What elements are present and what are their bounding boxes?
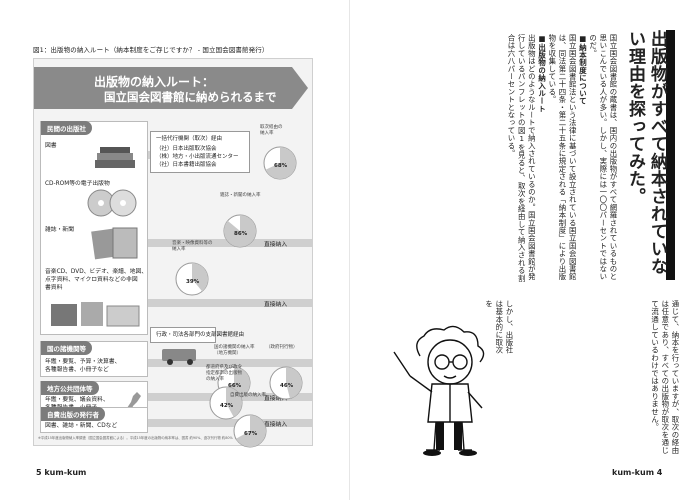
pie-caption: 国の諸機関の納入率 xyxy=(214,345,255,350)
figure-caption: 図1：出版物の納入ルート（納本制度をご存じですか？ - 国立国会図書館発行） xyxy=(33,46,269,54)
group-item-line: 年鑑・要覧、予算・決算書、 xyxy=(45,359,121,365)
group-item: CD-ROM等の電子出版物 xyxy=(45,181,110,187)
route-arrow-direct-3 xyxy=(148,359,312,367)
group-item: 雑誌・新聞 xyxy=(45,227,74,233)
group-self-publishers: 自費出版の発行者 図書、雑誌・新聞、CDなど xyxy=(40,407,148,433)
pie-chart xyxy=(263,146,297,180)
group-item: 図書、雑誌・新聞、CDなど xyxy=(45,423,118,429)
agency-box-title: 一括代行機関（取次）経由 xyxy=(156,136,223,142)
section-paragraph: 出版物はどのようなルートで納入されているのか。国立国会図書館が発行しているパンフ… xyxy=(506,34,537,282)
pie-chart xyxy=(175,262,209,296)
pie-slice xyxy=(192,263,208,292)
section-heading: ■出版物の納入ルート xyxy=(537,34,547,113)
group-item-line: 各種報告書、小冊子など xyxy=(45,367,109,373)
magazines-illustration xyxy=(91,227,138,260)
pie-chart xyxy=(269,366,303,400)
article-body-lower-right: 通じて、納本を行っていますが、取次の経由は任意であり、すべての出版物が取次を通じ… xyxy=(520,300,680,460)
group-private-publishers: 民間の出版社 図書 CD-ROM等の電子出版物 雑誌・新聞 音楽CD、DVD、ビ… xyxy=(40,121,148,335)
pie-caption: 雑誌・新聞の納入率 xyxy=(220,193,261,198)
lower-paragraph: 通じて、納本を行っていますが、取次の経由は任意であり、すべての出版物が取次を通じ… xyxy=(650,300,680,454)
section-heading: ■納本制度について xyxy=(578,34,588,105)
page-folio-left: 5 kum-kum xyxy=(36,468,87,477)
figure-title-line1: 出版物の納入ルート： xyxy=(94,75,215,89)
pie-slice xyxy=(235,415,266,447)
group-label: 地方公共団体等 xyxy=(41,381,99,395)
agency-name: （社）日本出版取次協会 xyxy=(156,146,217,152)
pie-chart xyxy=(223,214,257,248)
agency-name: （社）日本書籍出版協会 xyxy=(156,162,217,168)
group-government-agencies: 国の諸機関等 年鑑・要覧、予算・決算書、 各種報告書、小冊子など xyxy=(40,341,148,377)
pie-value-label: 66% xyxy=(228,383,242,389)
media-illustration xyxy=(51,302,140,327)
pie-slice xyxy=(265,147,296,179)
article-body-upper: 国立国会図書館の蔵書は、国内の出版物がすべて網羅されているものと思いこんでいる人… xyxy=(374,34,618,286)
pie-caption: 音楽・映像資料等の xyxy=(172,241,213,246)
route-label: 直接納入 xyxy=(264,396,288,402)
group-item-line: 音楽CD、DVD、ビデオ、楽譜、地図、 xyxy=(45,269,148,275)
lower-paragraph: しかし、出版社は基本的に取次を xyxy=(484,300,514,354)
article-headline: 出版物がすべて納本されていない理由を探ってみた。 xyxy=(625,30,667,275)
pie-chart xyxy=(209,386,243,420)
page-gutter xyxy=(349,0,350,500)
pie-value-label: 42% xyxy=(220,403,234,409)
pie-caption: 納入率 xyxy=(172,247,186,252)
route-arrow-direct-2 xyxy=(148,299,312,307)
pie-value-label: 68% xyxy=(274,163,288,169)
figure-banner: 出版物の納入ルート： 国立国会図書館に納められるまで xyxy=(34,67,308,109)
pie-caption: 取次経由の xyxy=(260,125,283,130)
pie-caption: の納入率 xyxy=(206,377,224,382)
pie-caption: （地方機関） xyxy=(214,351,241,356)
pie-value-label: 46% xyxy=(280,383,294,389)
group-item: 図書 xyxy=(45,143,57,149)
group-item-line: 点字資料、マイクロ資料などの非図 xyxy=(45,277,138,283)
route-label: 直接納入 xyxy=(264,302,288,308)
van-illustration xyxy=(162,349,196,365)
pie-value-label: 67% xyxy=(244,431,258,437)
group-label: 国の諸機関等 xyxy=(41,341,92,355)
pie-chart xyxy=(233,414,267,448)
professor-cartoon-illustration xyxy=(393,325,485,456)
pie-caption: （政府刊行物） xyxy=(266,345,298,350)
pie-slice xyxy=(286,367,302,399)
books-illustration xyxy=(95,147,135,168)
delivery-route-figure: 出版物の納入ルート： 国立国会図書館に納められるまで 民間の出版社 図書 CD-… xyxy=(33,58,313,448)
intro-paragraph: 国立国会図書館の蔵書は、国内の出版物がすべて網羅されているものと思いこんでいる人… xyxy=(588,34,618,281)
pie-caption: 都道府県及び政令 xyxy=(206,365,242,370)
group-label: 自費出版の発行者 xyxy=(41,407,105,421)
group-item-line: 書資料 xyxy=(45,285,63,291)
pie-value-label: 86% xyxy=(234,231,248,237)
page-folio-right: kum-kum 4 xyxy=(612,468,663,477)
group-label: 民間の出版社 xyxy=(41,121,92,135)
dept-box: 行政・司法各部門の支部図書館経由 xyxy=(150,327,245,343)
route-arrow-direct-5 xyxy=(148,419,312,427)
route-label: 直接納入 xyxy=(264,422,288,428)
pie-caption: 指定都市の出版物 xyxy=(206,371,242,376)
figure-footnote: ※平成15年度出版物納入率調査（国立国会図書館による）。平成15年度の出版物の納… xyxy=(38,436,265,440)
route-label: 直接納入 xyxy=(264,242,288,248)
pie-value-label: 39% xyxy=(186,279,200,285)
pie-caption: 自費出版の納入率 xyxy=(230,393,266,398)
dept-box-title: 行政・司法各部門の支部図書館経由 xyxy=(156,332,245,338)
figure-title-line2: 国立国会図書館に納められるまで xyxy=(104,90,277,104)
cd-rom-illustration xyxy=(87,189,137,217)
group-item-line: 年鑑・要覧、議会資料、 xyxy=(45,397,109,403)
headline-bar xyxy=(666,30,675,280)
agency-box: 一括代行機関（取次）経由 （社）日本出版取次協会 （株）地方・小出版流通センター… xyxy=(150,131,250,173)
pie-slice xyxy=(224,215,256,247)
section-paragraph: 国立国会図書館法という法律に基づいて設立されている国立国会図書館は、同法第二十四… xyxy=(547,34,578,281)
banner-arrow-shape xyxy=(34,67,308,109)
article-body-lower-left: しかし、出版社は基本的に取次を xyxy=(374,300,514,360)
agency-name: （株）地方・小出版流通センター xyxy=(156,154,239,160)
pie-slice xyxy=(226,387,242,418)
pie-caption: 納入率 xyxy=(260,131,274,136)
